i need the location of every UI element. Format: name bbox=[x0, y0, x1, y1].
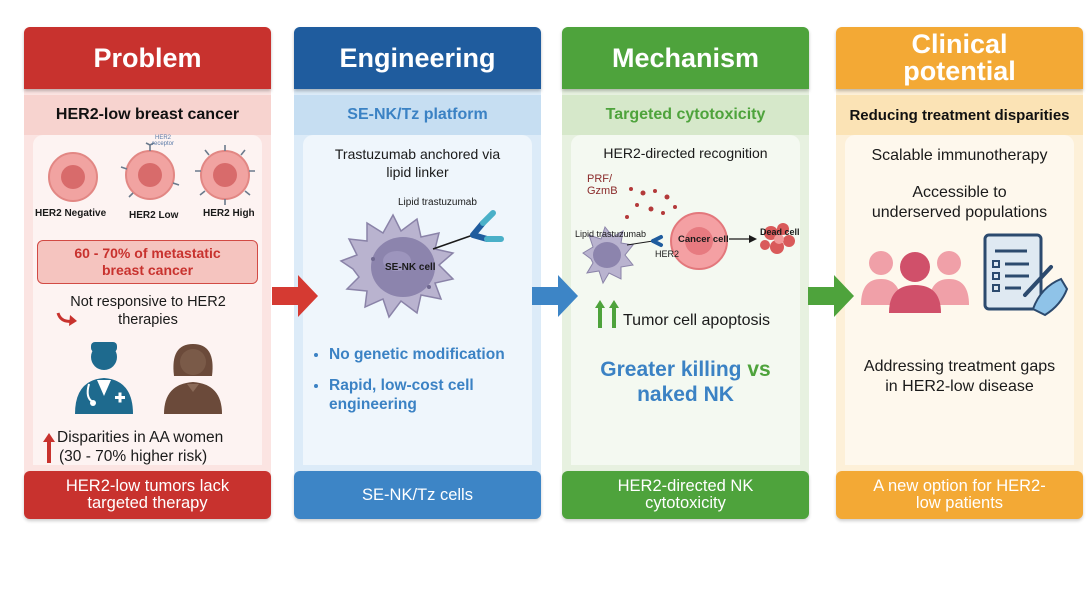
woman-icon bbox=[164, 344, 222, 414]
panel-engineering: Engineering SE-NK/Tz platform Trastuzuma… bbox=[294, 27, 541, 519]
not-responsive-text: Not responsive to HER2 therapies bbox=[70, 294, 226, 328]
clinical-subtitle: Reducing treatment disparities bbox=[836, 95, 1083, 135]
dead-cell bbox=[760, 223, 795, 254]
disparities-text: Disparities in AA women (30 - 70% higher… bbox=[57, 429, 224, 465]
dead-cell-label: Dead cell bbox=[760, 227, 800, 237]
se-nk-cell-illustration bbox=[339, 210, 504, 319]
addressing-text: Addressing treatment gaps in HER2-low di… bbox=[863, 358, 1056, 395]
mechanism-subtitle: Targeted cytotoxicity bbox=[562, 95, 809, 135]
curved-arrow-icon bbox=[56, 312, 77, 326]
label-her2-low: HER2 Low bbox=[129, 210, 179, 221]
problem-content: HER2 receptor HER2 Negative HER2 Low HER… bbox=[33, 135, 262, 465]
cancer-cell bbox=[670, 212, 728, 270]
her2-high-cell bbox=[195, 145, 255, 205]
clipboard-icon bbox=[983, 233, 1069, 317]
engineering-title: Engineering bbox=[339, 42, 496, 73]
her2-label: HER2 bbox=[655, 249, 680, 259]
clinical-content: Scalable immunotherapy Accessible to und… bbox=[845, 135, 1074, 465]
her2-receptor-label: HER2 receptor bbox=[151, 135, 174, 147]
doctor-icon bbox=[75, 342, 133, 414]
mechanism-content: HER2-directed recognition PRF/ GzmB bbox=[571, 135, 800, 465]
lipid-trastuzumab-label-mech: Lipid trastuzumab bbox=[575, 229, 647, 239]
engineering-bullets: No genetic modification Rapid, low-cost … bbox=[289, 345, 559, 414]
clinical-title-line2: potential bbox=[903, 56, 1016, 86]
mechanism-header: Mechanism bbox=[562, 27, 809, 89]
engineering-content: Trastuzumab anchored via lipid linker Li… bbox=[303, 135, 532, 465]
accessible-text: Accessible to underserved populations bbox=[871, 184, 1048, 221]
her2-negative-cell bbox=[48, 152, 98, 202]
nk-cell-small bbox=[582, 225, 634, 285]
clinical-footer: A new option for HER2- low patients bbox=[836, 471, 1083, 519]
label-her2-negative: HER2 Negative bbox=[35, 208, 107, 219]
panel-clinical: Clinical potential Reducing treatment di… bbox=[836, 27, 1083, 519]
clinical-title-line1: Clinical bbox=[911, 29, 1008, 59]
se-nk-cell-label: SE-NK cell bbox=[385, 262, 436, 273]
mechanism-title: Mechanism bbox=[611, 42, 760, 73]
engineering-header: Engineering bbox=[294, 27, 541, 89]
cancer-cell-label: Cancer cell bbox=[678, 234, 729, 245]
her2-cell-illustrations bbox=[48, 142, 255, 205]
clinical-header: Clinical potential bbox=[836, 27, 1083, 89]
stat-box: 60 - 70% of metastatic breast cancer bbox=[37, 240, 258, 284]
panel-mechanism: Mechanism Targeted cytotoxicity HER2-dir… bbox=[562, 27, 809, 519]
arrow-problem-to-engineering bbox=[272, 275, 318, 317]
lipid-trastuzumab-label: Lipid trastuzumab bbox=[398, 197, 477, 208]
up-arrow-icon bbox=[43, 433, 55, 463]
arrow-engineering-to-mechanism bbox=[532, 275, 578, 317]
her2-low-cell bbox=[120, 142, 180, 200]
bullet-rapid-low-cost: Rapid, low-cost cell engineering bbox=[329, 376, 559, 414]
problem-footer: HER2-low tumors lack targeted therapy bbox=[24, 471, 271, 519]
problem-header: Problem bbox=[24, 27, 271, 89]
arrow-mechanism-to-clinical bbox=[808, 275, 854, 317]
mechanism-footer: HER2-directed NK cytotoxicity bbox=[562, 471, 809, 519]
scalable-text: Scalable immunotherapy bbox=[871, 147, 1048, 164]
problem-subtitle: HER2-low breast cancer bbox=[24, 95, 271, 135]
people-group-icon bbox=[861, 251, 969, 313]
mechanism-desc: HER2-directed recognition bbox=[603, 145, 768, 161]
killing-mechanism-illustration bbox=[582, 187, 795, 285]
apoptosis-text: Tumor cell apoptosis bbox=[623, 312, 771, 329]
greater-killing-text: Greater killing vs naked NK bbox=[600, 358, 771, 406]
engineering-desc: Trastuzumab anchored via lipid linker bbox=[334, 146, 501, 180]
problem-title: Problem bbox=[93, 42, 202, 73]
engineering-subtitle: SE-NK/Tz platform bbox=[294, 95, 541, 135]
engineering-footer: SE-NK/Tz cells bbox=[294, 471, 541, 519]
bullet-no-genetic-modification: No genetic modification bbox=[329, 345, 559, 364]
double-up-arrow-icon bbox=[595, 300, 619, 328]
panel-problem: Problem HER2-low breast cancer HER2 rece… bbox=[24, 27, 271, 519]
prf-gzmb-label: PRF/ GzmB bbox=[587, 173, 618, 197]
label-her2-high: HER2 High bbox=[203, 208, 255, 219]
